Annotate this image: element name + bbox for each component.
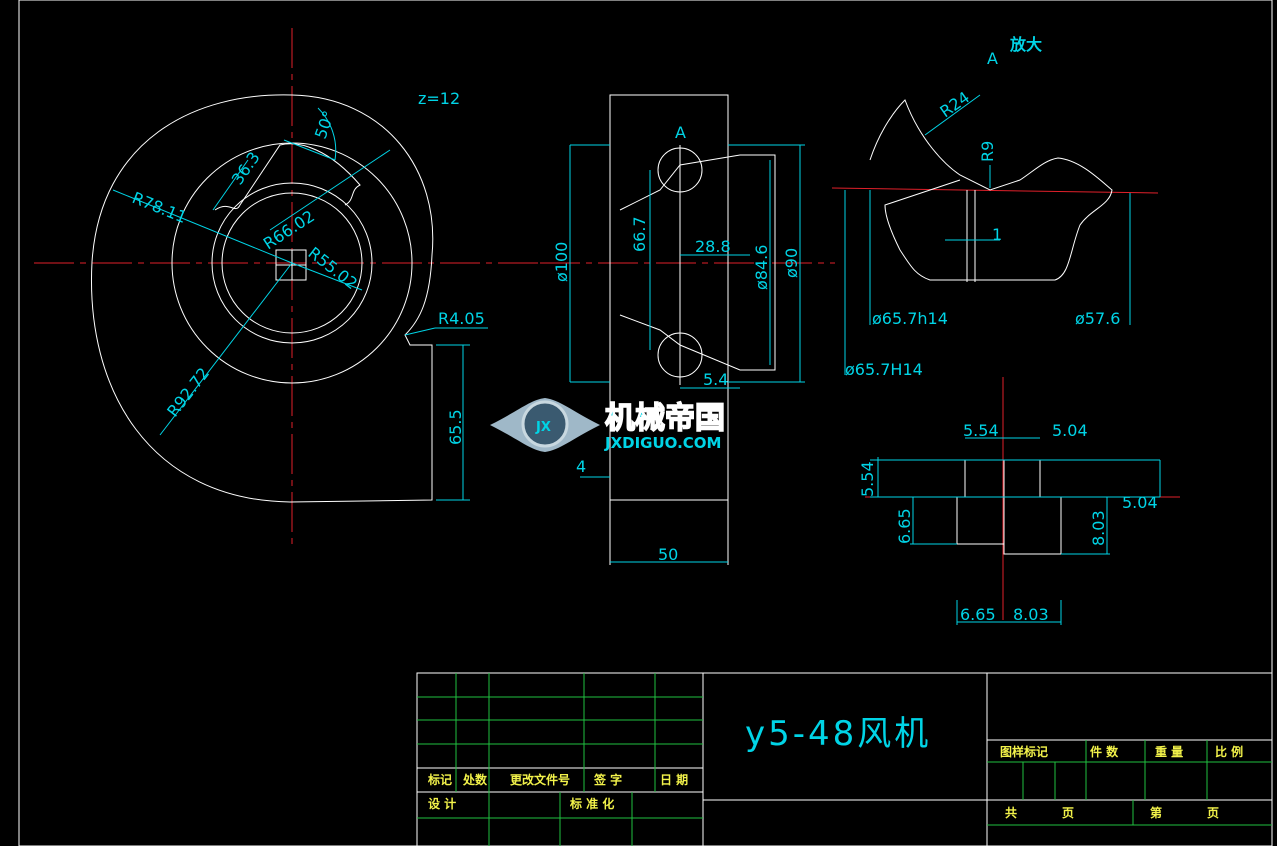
bore-circle-outer <box>211 182 373 344</box>
dim-b554: 5.54 <box>858 461 877 497</box>
dim-b504: 5.04 <box>1122 493 1158 512</box>
header-mark: 标记 <box>427 772 452 787</box>
dim-d1: 1 <box>992 225 1002 244</box>
logo-text: JX <box>535 420 551 435</box>
dim-d576: ø57.6 <box>1075 309 1120 328</box>
dim-r9: R9 <box>978 141 997 162</box>
dim-d667: 66.7 <box>630 216 649 252</box>
dim-r6602: R66.02 <box>260 206 318 253</box>
tooth-outline <box>214 143 361 211</box>
scale-label: 比 例 <box>1215 744 1243 759</box>
page-label: 页 <box>1062 806 1074 820</box>
r9272-leader <box>159 262 293 436</box>
section-label-a: A <box>675 123 686 142</box>
r24-leader <box>924 94 981 136</box>
dim-a504: 5.04 <box>1052 421 1088 440</box>
detail-a-view <box>831 94 1159 375</box>
front-view <box>34 28 565 545</box>
dim-d846: ø84.6 <box>752 245 771 290</box>
brand-cn: 机械帝国 <box>605 401 725 436</box>
dim-d90: ø90 <box>782 248 801 278</box>
dim-r7811: R78.11 <box>130 188 190 227</box>
hub-outline <box>609 94 729 501</box>
dim-d655: 65.5 <box>446 409 465 445</box>
title-block-grid <box>416 672 1273 846</box>
detail-label-a: A <box>987 49 998 68</box>
bore-circle-inner <box>221 192 363 334</box>
dim-r405: R4.05 <box>438 309 485 328</box>
tooth-profile <box>869 99 1113 281</box>
total-label: 共 <box>1005 805 1017 820</box>
brand-url: JXDIGUO.COM <box>604 434 721 452</box>
header-sign: 签 字 <box>593 772 622 787</box>
volute-outline <box>90 94 434 503</box>
blade-section <box>619 154 776 371</box>
teeth-note: z=12 <box>418 89 460 108</box>
dim-a803: 8.03 <box>1089 510 1108 546</box>
page2-label: 页 <box>1207 806 1219 820</box>
header-count: 处数 <box>462 772 488 787</box>
dim-H14: ø65.7H14 <box>845 360 923 379</box>
header-change-doc: 更改文件号 <box>510 772 570 787</box>
dim-d50: 50 <box>658 545 678 564</box>
title-block-text: y5-48风机 标记 处数 更改文件号 签 字 日 期 设 计 标 准 化 图样… <box>427 714 1243 820</box>
watermark-text: JX 机械帝国 JXDIGUO.COM <box>535 400 726 452</box>
standardize-label: 标 准 化 <box>569 796 614 811</box>
dim-r9272: R92.72 <box>163 364 213 421</box>
gear-icon <box>521 400 569 448</box>
r5502-leader <box>291 262 363 291</box>
weight-label: 重 量 <box>1155 744 1183 759</box>
dim-r5502: R55.02 <box>305 243 362 293</box>
dim-h14: ø65.7h14 <box>872 309 948 328</box>
enlarge-label: 放大 <box>1009 35 1042 54</box>
header-date: 日 期 <box>660 772 688 787</box>
dim-r24: R24 <box>936 88 973 122</box>
angle-arc <box>317 107 337 161</box>
dim-a554: 5.54 <box>963 421 999 440</box>
key-view <box>865 377 1180 625</box>
dim-d100: ø100 <box>552 242 571 282</box>
dim-d54: 5.4 <box>703 370 728 389</box>
dim-d363: 36.3 <box>228 148 264 188</box>
drawing-title: y5-48风机 <box>745 714 931 754</box>
r6602-leader <box>269 149 391 231</box>
stage-mark-label: 图样标记 <box>1000 744 1048 759</box>
watermark-logo <box>490 398 600 452</box>
dim-b803: 8.03 <box>1013 605 1049 624</box>
r7811-leader <box>112 189 293 264</box>
design-label: 设 计 <box>428 796 456 811</box>
sheet-no-label: 第 <box>1150 805 1162 820</box>
dim-d288: 28.8 <box>695 237 731 256</box>
side-view <box>540 94 835 565</box>
dim-a665: 6.65 <box>895 508 914 544</box>
dim-b665: 6.65 <box>960 605 996 624</box>
pieces-label: 件 数 <box>1090 744 1119 759</box>
dim-d4: 4 <box>576 457 586 476</box>
drawing-frame <box>18 0 1273 846</box>
